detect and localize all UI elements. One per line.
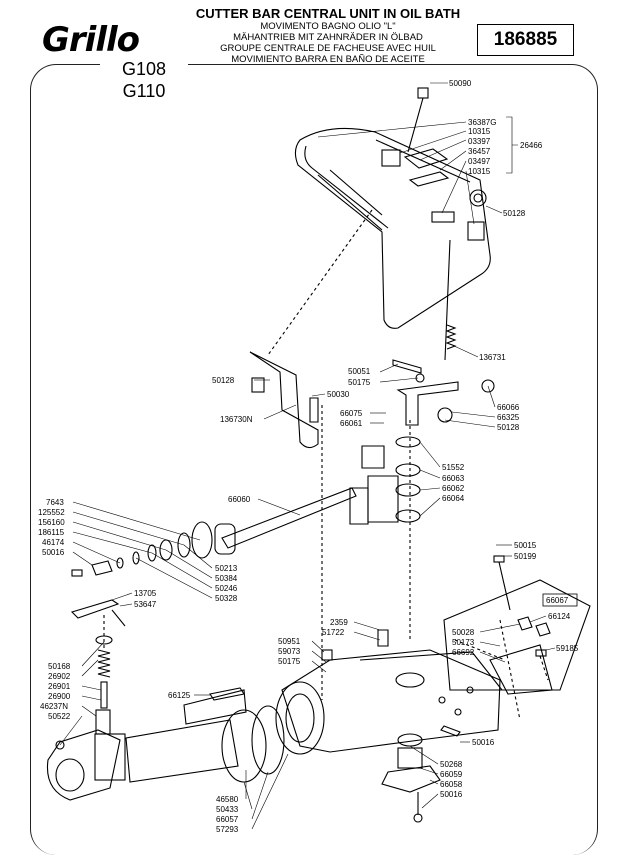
- part-66062: 66062: [442, 484, 465, 493]
- part-59185: 59185: [556, 644, 579, 653]
- part-50175-a: 50175: [348, 378, 371, 387]
- part-50384: 50384: [215, 574, 238, 583]
- part-50030: 50030: [327, 390, 350, 399]
- part-66063: 66063: [442, 474, 465, 483]
- title-block: CUTTER BAR CENTRAL UNIT IN OIL BATH MOVI…: [168, 6, 488, 65]
- diagram-frame: [30, 64, 598, 855]
- part-46580: 46580: [216, 795, 239, 804]
- part-50522: 50522: [48, 712, 71, 721]
- part-136730N: 136730N: [220, 415, 253, 424]
- central-gearbox: [281, 649, 501, 753]
- model-g110: G110: [122, 81, 166, 101]
- part-53647: 53647: [134, 600, 157, 609]
- part-66125: 66125: [168, 691, 191, 700]
- part-66066: 66066: [497, 403, 520, 412]
- bolt-50090: [417, 87, 429, 99]
- part-26900: 26900: [48, 692, 71, 701]
- part-125552: 125552: [38, 508, 65, 517]
- part-50051: 50051: [348, 367, 371, 376]
- part-50128-b: 50128: [497, 423, 520, 432]
- title-german: MÄHANTRIEB MIT ZAHNRÄDER IN ÖLBAD: [233, 32, 423, 43]
- part-66067-box: [542, 593, 578, 607]
- part-50175-b: 50175: [278, 657, 301, 666]
- logo-text: Grillo: [42, 20, 140, 58]
- part-66064: 66064: [442, 494, 465, 503]
- part-57293: 57293: [216, 825, 239, 834]
- part-50951: 50951: [278, 637, 301, 646]
- part-66061: 66061: [340, 419, 363, 428]
- part-51722: 51722: [322, 628, 345, 637]
- part-26901: 26901: [48, 682, 71, 691]
- oil-bath-cover: [294, 127, 491, 329]
- model-g108: G108: [121, 59, 167, 79]
- left-housing: [46, 729, 121, 801]
- part-50199: 50199: [514, 552, 537, 561]
- part-50016-c: 50016: [440, 790, 463, 799]
- part-50015: 50015: [514, 541, 537, 550]
- part-50173: 50173: [452, 638, 475, 647]
- part-50028: 50028: [452, 628, 475, 637]
- part-66060: 66060: [228, 495, 251, 504]
- part-66692: 66692: [452, 648, 475, 657]
- part-50213: 50213: [215, 564, 238, 573]
- part-66059: 66059: [440, 770, 463, 779]
- part-46174: 46174: [42, 538, 65, 547]
- part-186115: 186115: [38, 528, 65, 537]
- title-spanish: MOVIMIENTO BARRA EN BAÑO DE ACEITE: [231, 54, 425, 65]
- part-26466: 26466: [520, 141, 543, 150]
- part-50016-a: 50016: [42, 548, 65, 557]
- part-50246: 50246: [215, 584, 238, 593]
- part-13705: 13705: [134, 589, 157, 598]
- part-50433: 50433: [216, 805, 239, 814]
- part-50016-b: 50016: [472, 738, 495, 747]
- part-7643: 7643: [46, 498, 64, 507]
- part-03397: 03397: [468, 137, 491, 146]
- part-50090: 50090: [449, 79, 472, 88]
- reference-number: 186885: [477, 24, 574, 56]
- part-10315-a: 10315: [468, 127, 491, 136]
- part-66058: 66058: [440, 780, 463, 789]
- part-136731: 136731: [479, 353, 506, 362]
- part-66067: 66067: [546, 596, 569, 605]
- page-title: CUTTER BAR CENTRAL UNIT IN OIL BATH: [195, 6, 461, 21]
- part-66057: 66057: [216, 815, 239, 824]
- part-2359: 2359: [330, 618, 348, 627]
- part-50268: 50268: [440, 760, 463, 769]
- grillo-logo: Grillo: [42, 20, 141, 58]
- shaft-66060: [221, 487, 357, 549]
- part-46237N: 46237N: [40, 702, 68, 711]
- part-36457: 36457: [468, 147, 491, 156]
- part-51552: 51552: [442, 463, 465, 472]
- part-50328: 50328: [215, 594, 238, 603]
- part-10315-b: 10315: [468, 167, 491, 176]
- part-156160: 156160: [38, 518, 65, 527]
- part-03497: 03497: [468, 157, 491, 166]
- title-french: GROUPE CENTRALE DE FACHEUSE AVEC HUIL: [220, 43, 436, 54]
- part-66124: 66124: [548, 612, 571, 621]
- part-50128-c: 50128: [212, 376, 235, 385]
- part-66075: 66075: [340, 409, 363, 418]
- part-59073: 59073: [278, 647, 301, 656]
- part-50128-a: 50128: [503, 209, 526, 218]
- title-italian: MOVIMENTO BAGNO OLIO "L": [260, 21, 396, 32]
- part-50168: 50168: [48, 662, 71, 671]
- part-26902: 26902: [48, 672, 71, 681]
- part-36387G: 36387G: [468, 118, 496, 127]
- part-66325: 66325: [497, 413, 520, 422]
- model-box: G108 G110: [100, 58, 188, 106]
